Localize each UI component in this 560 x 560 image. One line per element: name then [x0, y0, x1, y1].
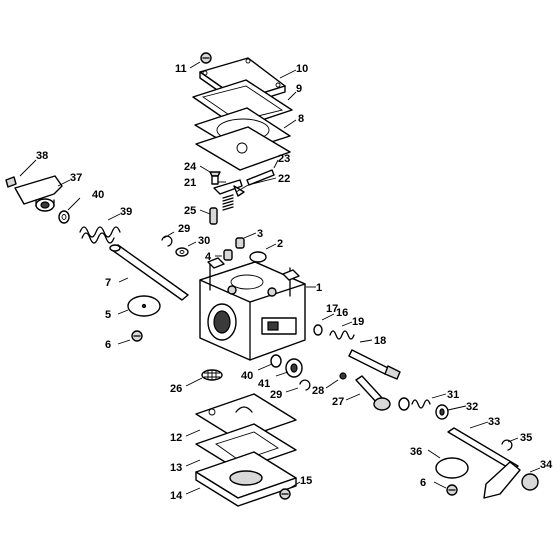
callout-11: 11: [175, 63, 187, 75]
clip-35: [501, 439, 513, 451]
callout-22: 22: [278, 173, 290, 185]
plug-4: [223, 249, 233, 261]
cap-2: [249, 251, 267, 263]
screw-38: [5, 176, 17, 188]
choke-valve-36: [435, 457, 469, 479]
callout-32: 32: [466, 401, 478, 413]
washer-30: [175, 247, 189, 257]
callout-40b: 40: [241, 370, 253, 382]
callout-29b: 29: [270, 389, 282, 401]
high-speed-needle-18: [348, 349, 401, 380]
spring-19: [329, 330, 355, 340]
throttle-valve-5: [127, 295, 161, 317]
choke-lever: [483, 461, 521, 499]
screw-11: [200, 52, 212, 64]
low-speed-needle-27: [355, 375, 391, 411]
callout-4: 4: [205, 251, 212, 263]
callout-17: 17: [326, 303, 338, 315]
callout-28: 28: [312, 385, 324, 397]
ball-28: [339, 372, 347, 380]
spring-22: [222, 194, 234, 211]
bushing-32: [435, 404, 449, 420]
callout-33: 33: [488, 416, 500, 428]
callout-10: 10: [296, 63, 308, 75]
gasket-13: [195, 423, 297, 471]
carburetor-body: [199, 257, 306, 361]
callout-8: 8: [298, 113, 304, 125]
callout-25: 25: [184, 205, 196, 217]
bushing-41: [285, 358, 303, 378]
callout-39: 39: [120, 206, 132, 218]
needle-25: [209, 207, 218, 225]
callout-18: 18: [374, 335, 386, 347]
washer-40a: [58, 210, 70, 224]
washer-40b: [270, 354, 282, 368]
callout-29a: 29: [178, 223, 190, 235]
screw-6a: [131, 330, 143, 342]
callout-36: 36: [410, 446, 422, 458]
callout-31: 31: [447, 389, 459, 401]
plug-3: [235, 237, 245, 249]
screw-24: [209, 171, 221, 185]
clip-29a: [161, 235, 173, 247]
spring-31: [411, 399, 431, 409]
screw-6b: [446, 484, 458, 496]
callout-23: 23: [278, 153, 290, 165]
callout-27: 27: [332, 396, 344, 408]
callout-3: 3: [257, 228, 263, 240]
callout-7: 7: [105, 277, 111, 289]
washer-31: [398, 397, 410, 411]
callout-6a: 6: [105, 339, 111, 351]
callout-5: 5: [105, 309, 111, 321]
callout-40a: 40: [92, 189, 104, 201]
callout-37: 37: [70, 172, 82, 184]
callout-15: 15: [300, 475, 312, 487]
callout-34: 34: [540, 459, 553, 471]
callout-38: 38: [36, 150, 48, 162]
screw-15: [279, 488, 291, 500]
throttle-lever-37: [14, 175, 63, 212]
throttle-shaft: [109, 244, 189, 301]
callout-30: 30: [198, 235, 210, 247]
callout-12: 12: [170, 432, 182, 444]
end-cover-14: [195, 451, 297, 507]
diaphragm-8: [194, 107, 291, 171]
o-ring-16: [313, 324, 323, 336]
spring-39: [79, 226, 121, 244]
callout-16: 16: [336, 307, 348, 319]
callout-24: 24: [184, 161, 197, 173]
choke-shaft-33: [447, 427, 519, 471]
callouts: 1 2 3 4 5 6 6 7 8 9 10 11 12 13 14: [19, 52, 553, 502]
clip-29b: [299, 379, 311, 391]
callout-35: 35: [520, 432, 532, 444]
callout-1: 1: [316, 282, 322, 294]
callout-2: 2: [277, 238, 283, 250]
callout-9: 9: [296, 83, 302, 95]
inlet-control-lever: [213, 179, 245, 197]
callout-6b: 6: [420, 477, 426, 489]
callout-13: 13: [170, 462, 182, 474]
strainer-26: [201, 369, 223, 381]
callout-26: 26: [170, 383, 182, 395]
cap-34: [521, 473, 539, 491]
diaphragm-12: [195, 393, 297, 441]
callout-41: 41: [258, 378, 270, 390]
callout-19: 19: [352, 316, 364, 328]
lever-pin: [246, 169, 275, 186]
callout-21: 21: [184, 177, 196, 189]
callout-14: 14: [170, 490, 183, 502]
